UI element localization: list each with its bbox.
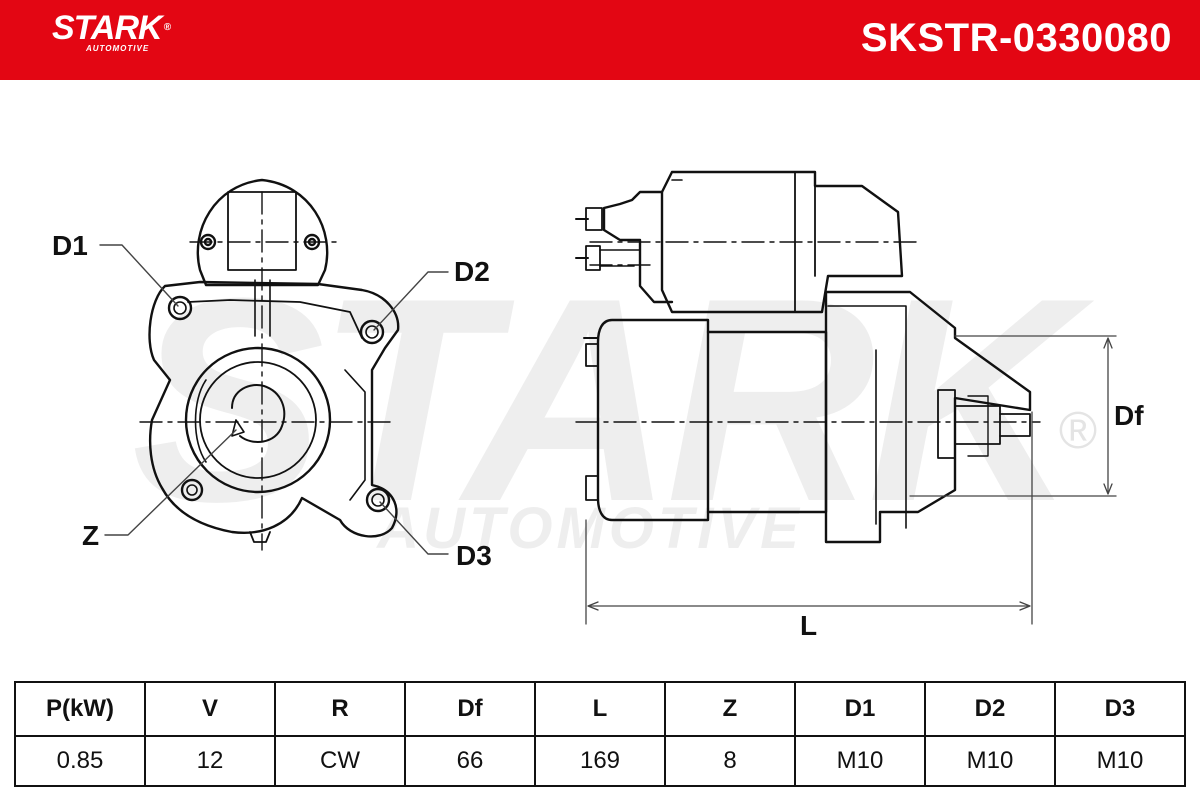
label-df: Df bbox=[1114, 400, 1144, 431]
spec-header: P(kW) bbox=[14, 681, 146, 737]
hole-z bbox=[180, 478, 204, 502]
spec-value: M10 bbox=[1054, 735, 1186, 787]
label-d3: D3 bbox=[456, 540, 492, 571]
front-solenoid-cap bbox=[196, 178, 329, 287]
brand-logo: STARK® AUTOMOTIVE bbox=[52, 9, 171, 53]
side-terminals bbox=[602, 190, 674, 304]
spec-table: P(kW) V R Df L Z D1 D2 D3 0.85 12 CW 66 … bbox=[14, 681, 1186, 787]
spec-value: M10 bbox=[924, 735, 1056, 787]
side-motor-body bbox=[596, 318, 710, 522]
part-number: SKSTR-0330080 bbox=[860, 16, 1172, 60]
leader-d2 bbox=[373, 271, 449, 331]
spec-header: Z bbox=[664, 681, 796, 737]
label-l: L bbox=[800, 610, 818, 641]
hole-d3 bbox=[365, 487, 391, 513]
spec-header: R bbox=[274, 681, 406, 737]
label-d1: D1 bbox=[52, 230, 88, 261]
spec-header: Df bbox=[404, 681, 536, 737]
hole-d2 bbox=[359, 319, 385, 345]
starter-motor-drawing bbox=[99, 170, 1117, 625]
front-drive-housing bbox=[184, 346, 332, 494]
brand-subtitle: AUTOMOTIVE bbox=[86, 44, 150, 53]
leader-z bbox=[104, 429, 237, 536]
side-view bbox=[575, 170, 1117, 625]
spec-header: D2 bbox=[924, 681, 1056, 737]
side-solenoid bbox=[660, 170, 904, 314]
spec-value-row: 0.85 12 CW 66 169 8 M10 M10 M10 bbox=[14, 735, 1186, 787]
header-bar: STARK® AUTOMOTIVE SKSTR-0330080 bbox=[0, 0, 1200, 80]
spec-value: 12 bbox=[144, 735, 276, 787]
front-flange bbox=[148, 280, 400, 538]
spec-header: D1 bbox=[794, 681, 926, 737]
front-pinion bbox=[231, 384, 286, 443]
label-d2: D2 bbox=[454, 256, 490, 287]
spec-header: L bbox=[534, 681, 666, 737]
leader-d3 bbox=[379, 501, 449, 555]
spec-value: M10 bbox=[794, 735, 926, 787]
brand-reg-mark: ® bbox=[163, 22, 171, 33]
spec-header: D3 bbox=[1054, 681, 1186, 737]
spec-value: 8 bbox=[664, 735, 796, 787]
spec-value: CW bbox=[274, 735, 406, 787]
spec-header: V bbox=[144, 681, 276, 737]
brand-name: STARK® bbox=[52, 9, 171, 47]
spec-value: 66 bbox=[404, 735, 536, 787]
hole-d1 bbox=[167, 295, 193, 321]
spec-value: 0.85 bbox=[14, 735, 146, 787]
spec-value: 169 bbox=[534, 735, 666, 787]
spec-header-row: P(kW) V R Df L Z D1 D2 D3 bbox=[14, 681, 1186, 737]
front-view bbox=[99, 178, 449, 555]
label-z: Z bbox=[82, 520, 100, 551]
leader-d1 bbox=[99, 244, 179, 307]
